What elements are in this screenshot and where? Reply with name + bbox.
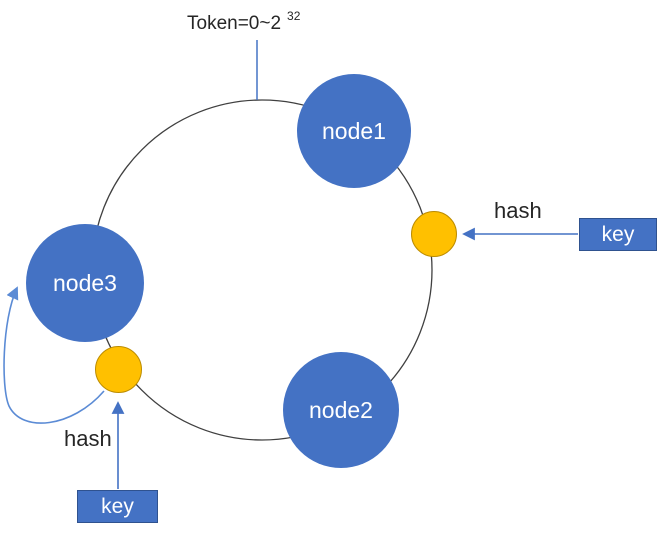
- hash-label-left: hash: [64, 426, 112, 451]
- ring-token-range-text: Token=0~2: [187, 13, 282, 34]
- hash-label-right: hash: [494, 198, 542, 223]
- node-circle-node3: node3: [26, 224, 144, 342]
- token-dot-right: [411, 211, 457, 257]
- key-box-left: key: [77, 490, 158, 523]
- rehash-curved-arrow: [3, 286, 105, 424]
- key-box-right: key: [579, 218, 657, 251]
- node-circle-node1: node1: [297, 74, 411, 188]
- node-circle-node2: node2: [283, 352, 399, 468]
- node2-label: node2: [309, 396, 373, 423]
- ring-token-range-title: Token=0~2 32: [187, 9, 300, 35]
- token-dot-left: [95, 346, 142, 393]
- node3-label: node3: [53, 269, 117, 296]
- node1-label: node1: [322, 117, 386, 144]
- ring-token-range-exponent: 32: [287, 9, 301, 23]
